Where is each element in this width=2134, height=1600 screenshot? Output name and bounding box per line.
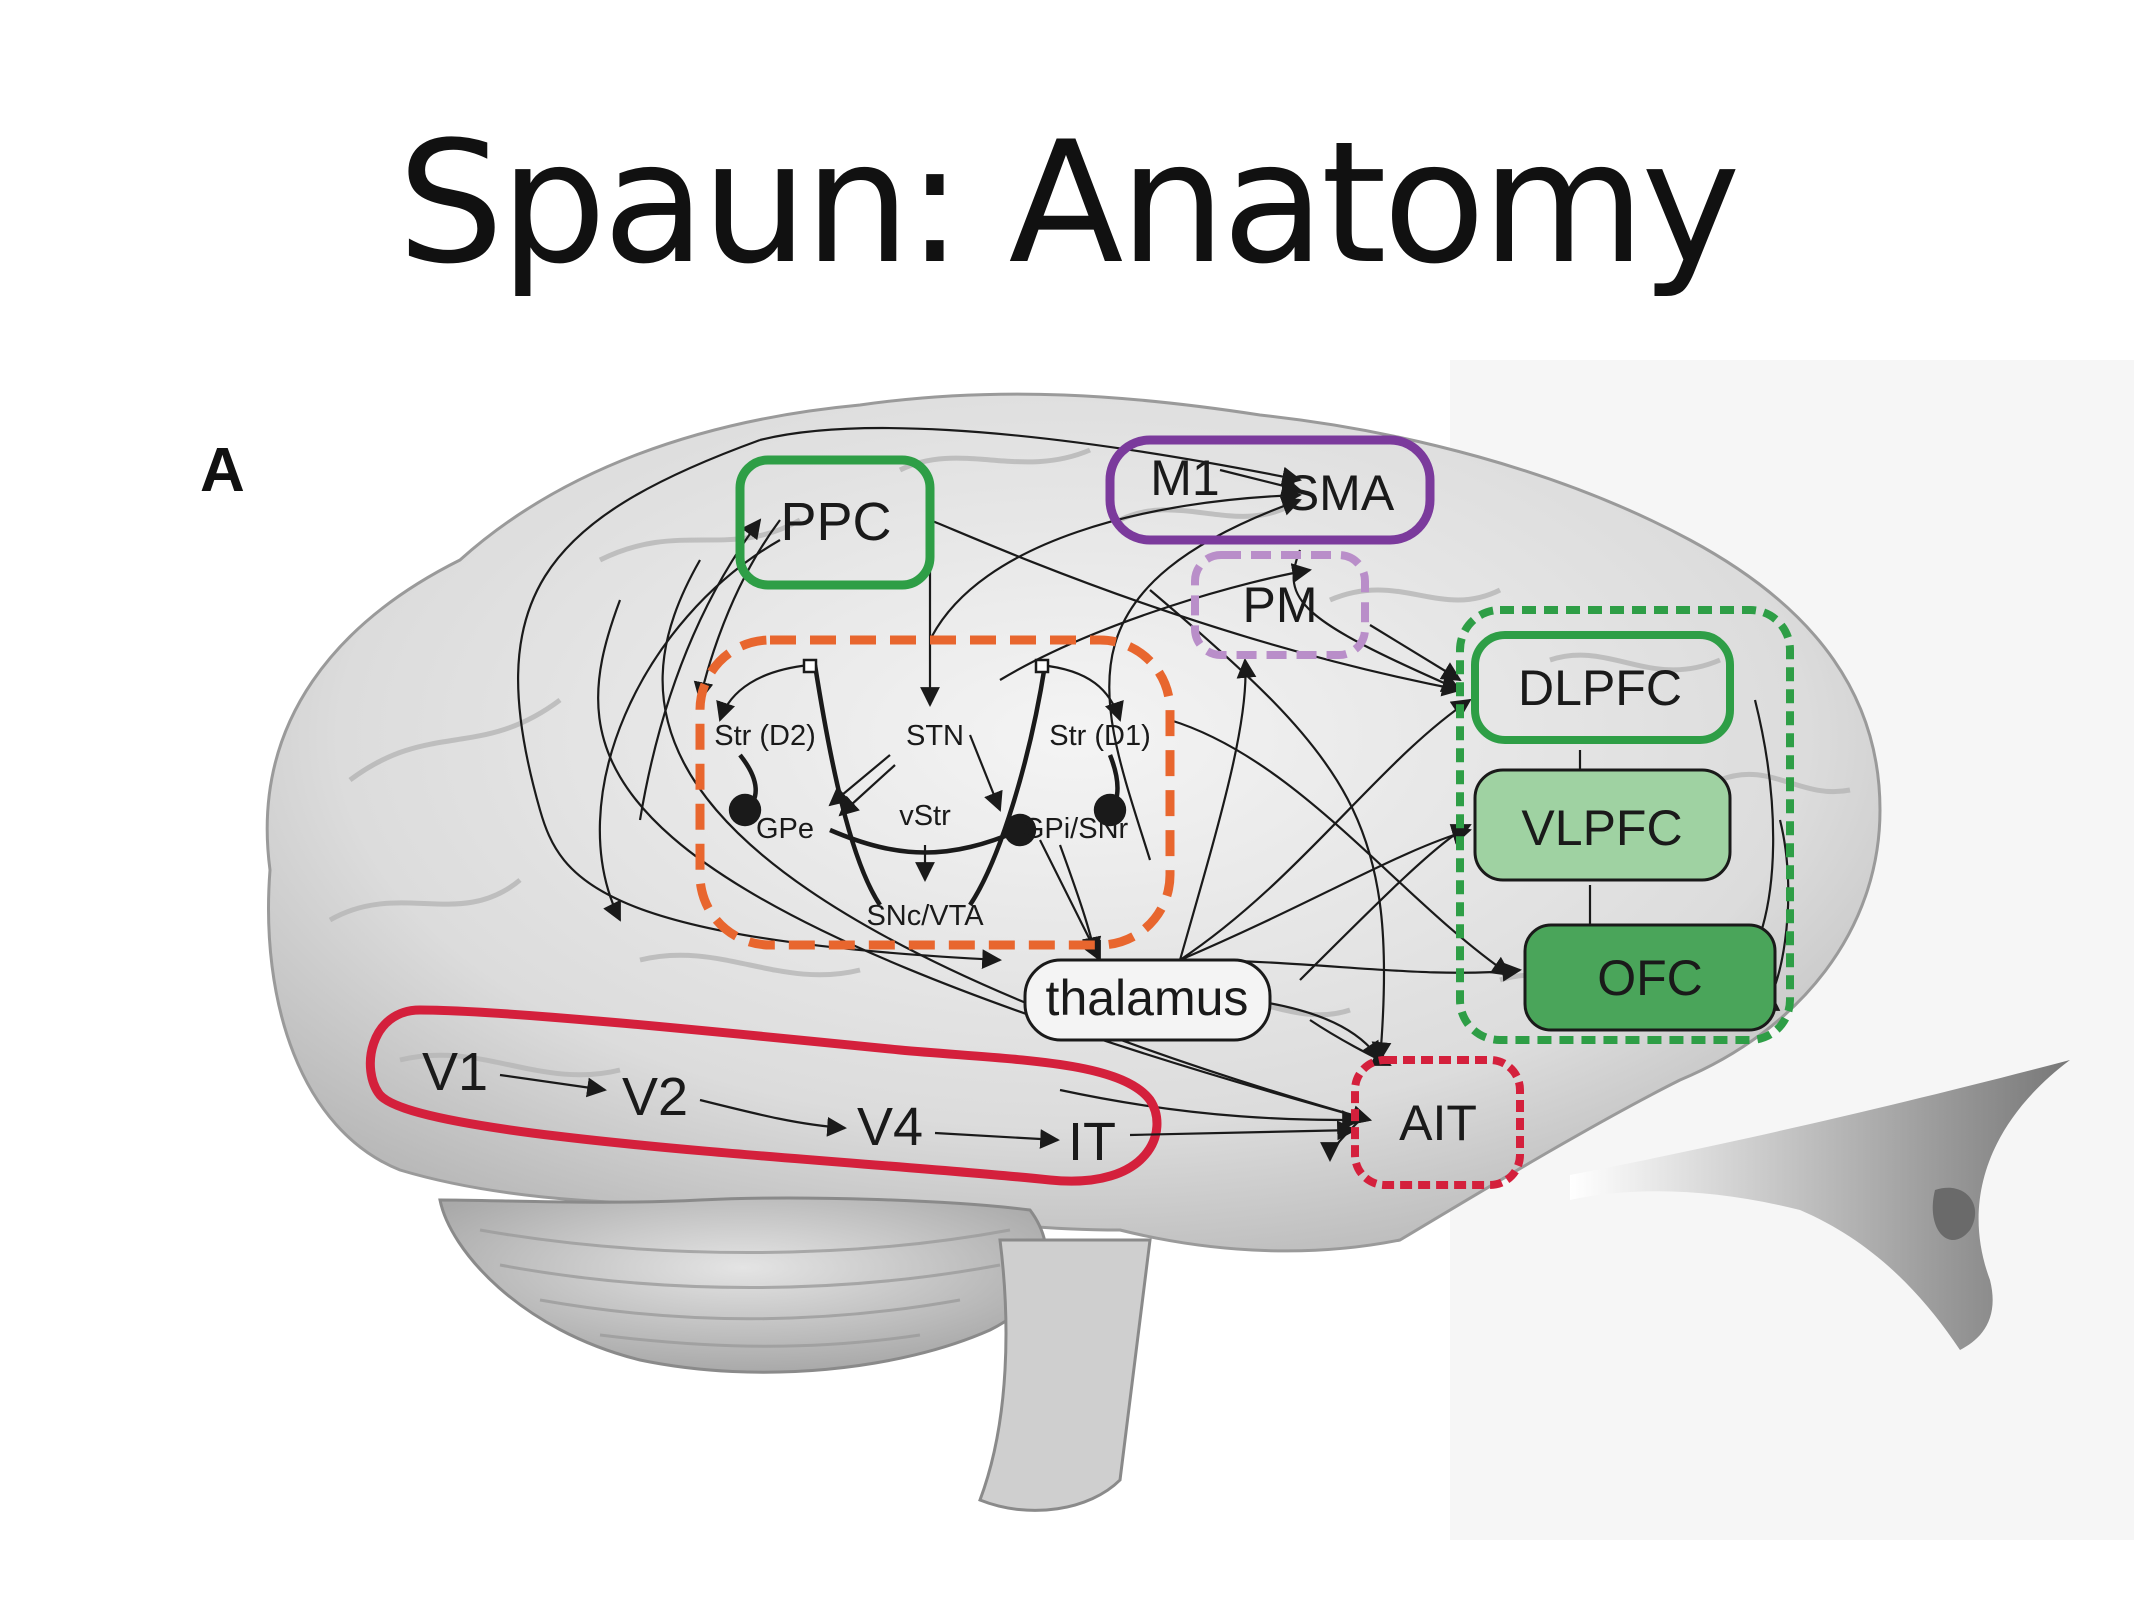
bg-label-stn: STN [906, 720, 964, 752]
region-label-ppc: PPC [780, 492, 891, 552]
bg-node-square-right [1034, 658, 1050, 674]
region-box-ppc [735, 455, 935, 590]
region-label-v4: V4 [857, 1097, 923, 1157]
region-label-dlpfc: DLPFC [1518, 660, 1682, 716]
region-box-thalamus [1023, 958, 1272, 1042]
region-box-pm [1191, 551, 1369, 659]
brain-stem [978, 1238, 1152, 1512]
region-box-dlpfc [1471, 631, 1734, 744]
region-label-it: IT [1068, 1112, 1116, 1172]
bg-label-gpe: GPe [756, 813, 814, 845]
region-label-pm: PM [1243, 577, 1318, 633]
region-label-m1: M1 [1150, 450, 1219, 506]
region-label-v1: V1 [422, 1042, 488, 1102]
bg-label-snc-vta: SNc/VTA [866, 900, 984, 932]
region-box-m1-sma [1105, 435, 1435, 545]
region-label-ait: AIT [1399, 1095, 1477, 1151]
bg-node-square-left [802, 658, 818, 674]
bg-label-vstr: vStr [899, 800, 951, 832]
slide-title: Spaun: Anatomy [397, 105, 1740, 301]
bg-label-str-d2: Str (D2) [714, 720, 816, 752]
region-box-ait [1351, 1056, 1524, 1189]
region-label-vlpfc: VLPFC [1521, 800, 1682, 856]
region-box-ofc [1523, 923, 1777, 1032]
eye-lens [1932, 1187, 1976, 1241]
region-label-thalamus: thalamus [1046, 970, 1249, 1026]
bg-label-gpi-snr: GPi/SNr [1022, 813, 1129, 845]
region-label-sma: SMA [1286, 465, 1395, 521]
panel-label: A [200, 436, 245, 505]
visual-stream-box [365, 1005, 1162, 1186]
cerebellum-folds [479, 1228, 1011, 1348]
bg-label-str-d1: Str (D1) [1049, 720, 1151, 752]
eye-illustration [1570, 1060, 2070, 1350]
region-box-vlpfc [1473, 768, 1732, 882]
region-label-v2: V2 [622, 1067, 688, 1127]
basal-ganglia-box [695, 635, 1175, 950]
region-label-ofc: OFC [1597, 950, 1703, 1006]
pfc-group-box [1456, 606, 1794, 1044]
